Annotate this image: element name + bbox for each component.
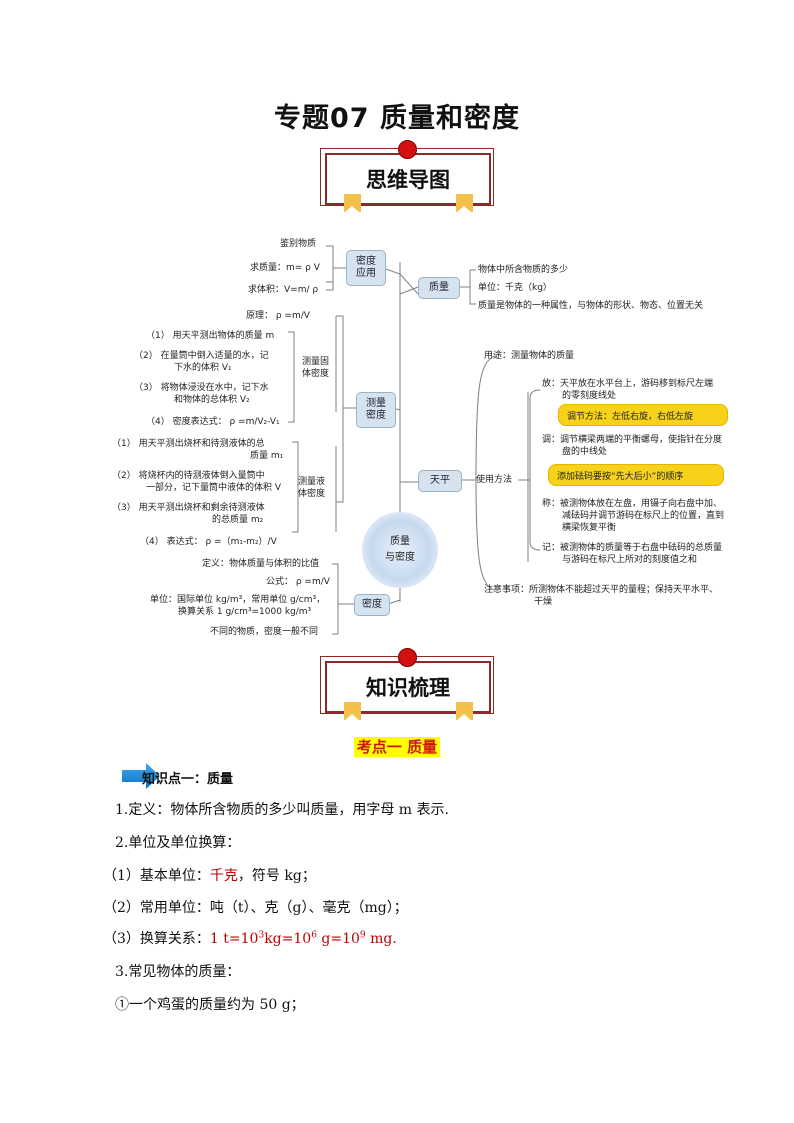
balance-use-text: 用途：测量物体的质量 xyxy=(484,351,575,361)
ribbon-left-icon xyxy=(344,702,361,721)
center-node-label: 质量 与密度 xyxy=(385,536,415,563)
node-density: 密度 xyxy=(354,594,390,616)
usage-item: 称：被测物体放在左盘，用镊子向右盘中加、 xyxy=(542,499,723,509)
usage-item: 记：被测物体的质量等于右盘中砝码的总质量 xyxy=(542,543,723,553)
usage-item: 调：调节横梁两端的平衡螺母，使指针在分度 xyxy=(542,435,723,445)
solid-density-label: 测量固 体密度 xyxy=(302,357,330,379)
node-balance: 天平 xyxy=(418,470,462,492)
solid-step: （2） 在量筒中倒入适量的水，记 xyxy=(134,351,269,361)
usage-item: 与游码在标尺上所对的刻度值之和 xyxy=(562,555,698,565)
density-item: 换算关系 1 g/cm³=1000 kg/m³ xyxy=(178,607,312,617)
usage-item: 放：天平放在水平台上，游码移到标尺左端 xyxy=(542,379,714,389)
basic-unit-line: （1）基本单位：千克，符号 kg； xyxy=(103,868,316,884)
center-node xyxy=(362,512,438,588)
usage-item: 的零刻度线处 xyxy=(562,391,617,401)
density-item: 单位：国际单位 kg/m³，常用单位 g/cm³， xyxy=(150,595,326,605)
solid-step: 下水的体积 V₁ xyxy=(174,363,232,373)
knowledge-point-heading: 知识点一：质量 xyxy=(142,772,234,787)
liquid-step: （4） 表达式： ρ =（m₁-m₂）/V xyxy=(140,537,277,547)
red-dot-icon xyxy=(398,140,417,159)
density-item: 不同的物质，密度一般不同 xyxy=(210,627,319,637)
liquid-density-label: 测量液 体密度 xyxy=(298,477,326,499)
mass-item: 单位：千克（kg） xyxy=(478,283,552,293)
conversion-line: （3）换算关系：1 t=103kg=106 g=109 mg. xyxy=(103,930,397,947)
units-heading: 2.单位及单位换算： xyxy=(115,835,241,851)
usage-item: 横梁恢复平衡 xyxy=(562,523,617,533)
mind-map: 质量 与密度 密度 应用 鉴别物质 求质量：m= ρ V 求体积：V=m/ ρ … xyxy=(112,232,758,642)
section-banner-knowledge: 知识梳理 xyxy=(320,648,496,721)
density-item: 定义：物体质量与体积的比值 xyxy=(202,559,320,569)
definition-line: 1.定义：物体所含物质的多少叫质量，用字母 m 表示. xyxy=(115,802,449,818)
mass-item: 物体中所含物质的多少 xyxy=(478,265,569,275)
liquid-step: （3） 用天平测出烧杯和剩余待测液体 xyxy=(112,503,265,513)
common-masses-heading: 3.常见物体的质量： xyxy=(115,964,241,980)
usage-label: 使用方法 xyxy=(476,475,513,485)
section-banner-mindmap: 思维导图 xyxy=(320,140,496,213)
node-mass: 质量 xyxy=(418,277,460,299)
arrow-right-icon xyxy=(122,763,162,789)
egg-mass-line: ①一个鸡蛋的质量约为 50 g； xyxy=(115,997,305,1013)
app-item: 鉴别物质 xyxy=(280,239,317,249)
tip-adjust-method: 调节方法：左低右旋，右低左旋 xyxy=(558,404,728,426)
ribbon-right-icon xyxy=(456,194,473,213)
principle-text: 原理： ρ =m/V xyxy=(246,311,310,321)
node-measure-density: 测量 密度 xyxy=(356,392,396,428)
liquid-step: 质量 m₁ xyxy=(250,451,284,461)
red-dot-icon xyxy=(398,648,417,667)
solid-step: （4） 密度表达式： ρ =m/V₂-V₁ xyxy=(146,417,280,427)
node-density-application: 密度 应用 xyxy=(346,250,386,286)
ribbon-left-icon xyxy=(344,194,361,213)
tip-add-weights: 添加砝码要按“先大后小”的顺序 xyxy=(548,464,724,486)
common-units-line: （2）常用单位：吨（t）、克（g）、毫克（mg）； xyxy=(103,900,408,916)
exam-point-heading: 考点一 质量 xyxy=(0,736,794,757)
usage-item: 减砝码并调节游码在标尺上的位置，直到 xyxy=(562,511,725,521)
notice-text-2: 干燥 xyxy=(534,597,553,607)
app-item: 求体积：V=m/ ρ xyxy=(248,285,319,295)
mass-item: 质量是物体的一种属性，与物体的形状、物态、位置无关 xyxy=(478,301,704,311)
liquid-step: （2） 将烧杯内的待测液体倒入量筒中 xyxy=(112,471,265,481)
ribbon-right-icon xyxy=(456,702,473,721)
liquid-step: 一部分，记下量筒中液体的体积 V xyxy=(146,483,282,493)
app-item: 求质量：m= ρ V xyxy=(250,263,320,273)
density-item: 公式： ρ =m/V xyxy=(266,577,330,587)
notice-text: 注意事项：所测物体不能超过天平的量程；保持天平水平、 xyxy=(484,585,719,595)
usage-item: 盘的中线处 xyxy=(562,447,608,457)
solid-step: （1） 用天平测出物体的质量 m xyxy=(146,331,275,341)
liquid-step: （1） 用天平测出烧杯和待测液体的总 xyxy=(112,439,265,449)
solid-step: 和物体的总体积 V₂ xyxy=(174,395,250,405)
page-title: 专题07 质量和密度 xyxy=(274,103,520,134)
solid-step: （3） 将物体浸没在水中，记下水 xyxy=(134,383,269,393)
liquid-step: 的总质量 m₂ xyxy=(212,515,264,525)
